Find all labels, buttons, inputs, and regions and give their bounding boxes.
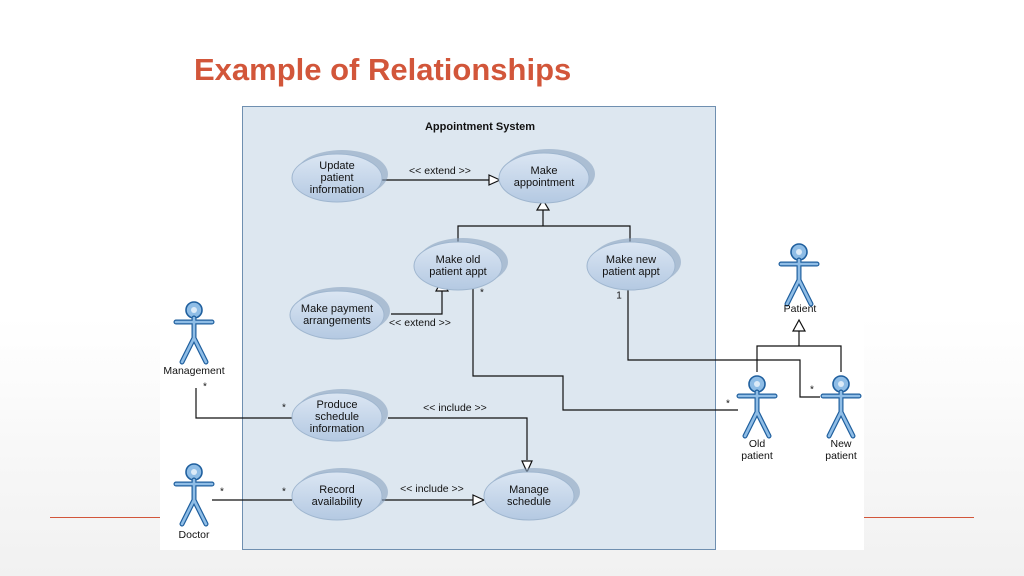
include-produce-line <box>388 417 528 460</box>
patient-actor-icon <box>781 244 817 304</box>
extend-arrowhead <box>488 174 502 186</box>
generalization-line <box>457 225 631 248</box>
patient-generalization <box>756 345 842 372</box>
multiplicity-old-patient: * <box>726 398 730 410</box>
actor-label-patient: Patient <box>783 303 817 315</box>
multiplicity-management: * <box>203 381 207 393</box>
multiplicity-new-patient: * <box>810 384 814 396</box>
use-case-produce-schedule-information: Produce schedule information <box>309 399 365 435</box>
use-case-make-payment-arrangements: Make payment arrangements <box>300 303 374 327</box>
left-divider <box>50 517 162 518</box>
system-name: Appointment System <box>424 121 536 133</box>
include-record-arrowhead <box>472 494 486 506</box>
new-appt-association <box>627 288 820 398</box>
multiplicity-record-availability: * <box>282 486 286 498</box>
actor-label-old-patient: Old patient <box>741 438 773 462</box>
slide-title: Example of Relationships <box>194 52 572 87</box>
multiplicity-old-appt: * <box>480 287 484 299</box>
actor-label-new-patient: New patient <box>825 438 857 462</box>
use-case-make-new-patient-appt: Make new patient appt <box>602 254 660 278</box>
actor-label-management: Management <box>163 365 225 377</box>
management-actor-icon <box>176 302 212 362</box>
actor-label-doctor: Doctor <box>178 529 210 541</box>
include-label-produce: << include >> <box>423 402 487 414</box>
generalization-arrowhead <box>535 198 551 211</box>
management-association <box>195 388 292 419</box>
new-patient-actor-icon <box>823 376 859 436</box>
use-case-make-old-patient-appt: Make old patient appt <box>429 254 487 278</box>
multiplicity-new-appt: 1 <box>616 290 622 302</box>
old-appt-association <box>472 288 738 411</box>
extend-payment-line <box>391 290 443 315</box>
use-case-record-availability: Record availability <box>311 484 363 508</box>
right-divider <box>864 517 974 518</box>
extend-label-update: << extend >> <box>409 165 471 177</box>
use-case-manage-schedule: Manage schedule <box>506 484 552 508</box>
include-label-record: << include >> <box>400 483 464 495</box>
include-arrowhead <box>521 460 533 474</box>
multiplicity-doctor: * <box>220 486 224 498</box>
doctor-actor-icon <box>176 464 212 524</box>
multiplicity-produce-schedule: * <box>282 402 286 414</box>
old-patient-actor-icon <box>739 376 775 436</box>
patient-arrowhead <box>791 318 807 332</box>
use-case-make-appointment: Make appointment <box>513 165 575 189</box>
use-case-shapes <box>289 149 681 521</box>
use-case-update-patient-information: Update patient information <box>309 160 365 196</box>
extend-label-payment: << extend >> <box>389 317 451 329</box>
